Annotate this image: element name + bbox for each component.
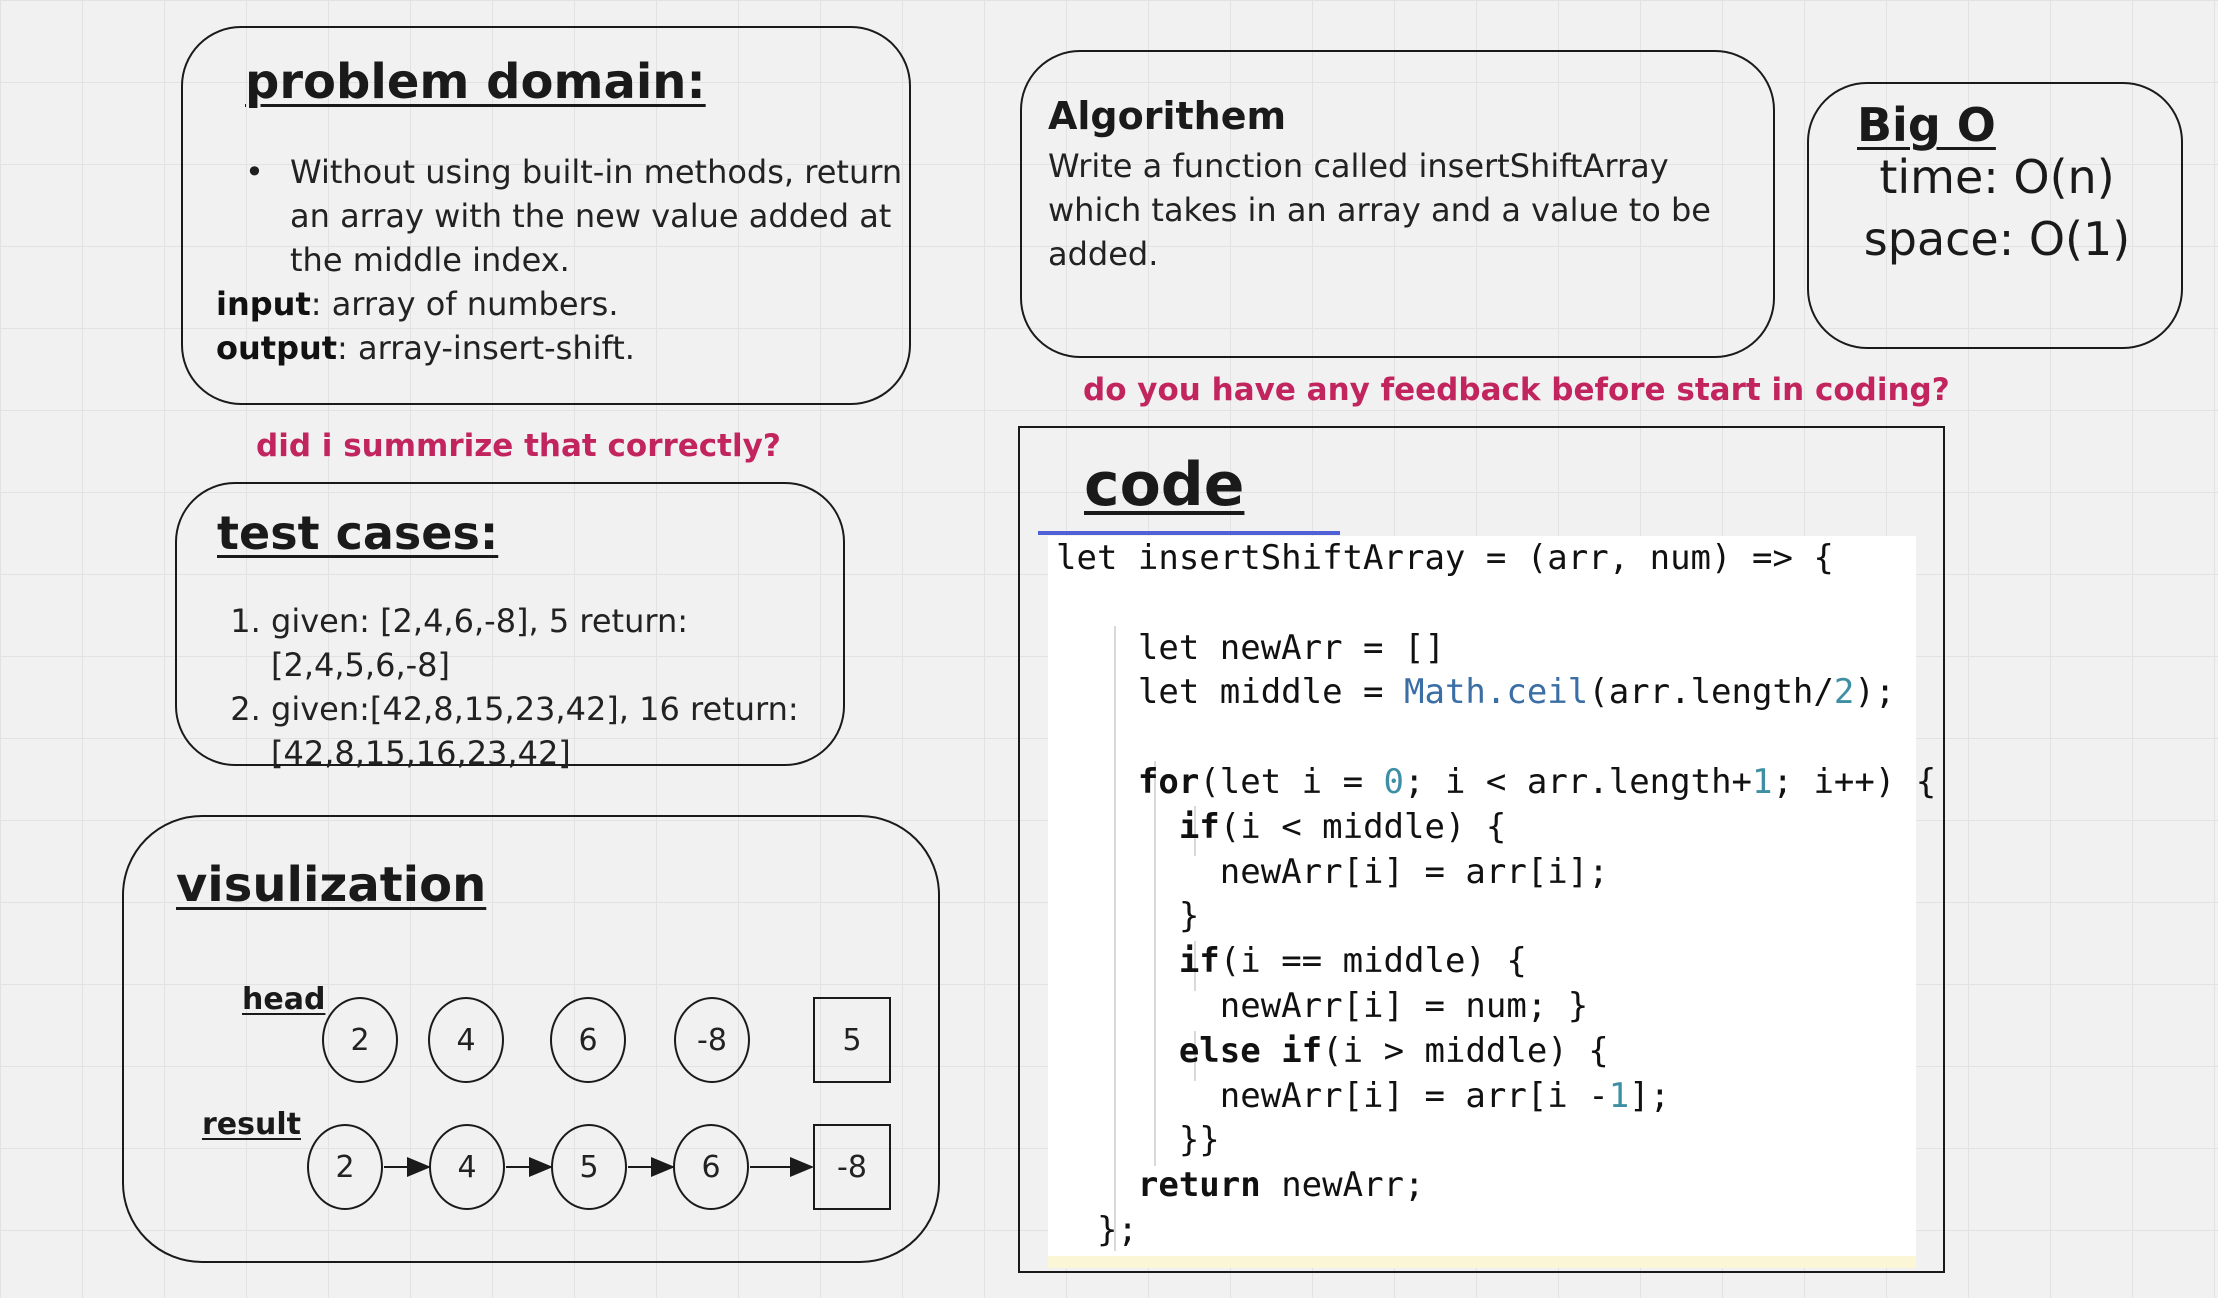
code-line: }	[1056, 896, 1200, 937]
head-node: 4	[428, 997, 504, 1083]
code-line: let middle = Math.ceil(arr.length/2);	[1056, 672, 1896, 713]
space-complexity: space: O(1)	[1863, 212, 2131, 266]
result-last-box: -8	[813, 1124, 891, 1210]
output-label: output	[216, 329, 338, 367]
problem-domain-heading: problem domain:	[245, 54, 706, 110]
test-case-item: given:[42,8,15,23,42], 16 return: [42,8,…	[271, 687, 831, 775]
algorithm-description: Write a function called insertShiftArray…	[1048, 147, 1711, 273]
code-line: let newArr = []	[1056, 627, 1445, 668]
code-block: let insertShiftArray = (arr, num) => { l…	[1056, 536, 1936, 1253]
head-node: 2	[322, 997, 398, 1083]
head-node: 6	[550, 997, 626, 1083]
indent-guide	[1114, 626, 1116, 1251]
test-cases-heading: test cases:	[217, 506, 499, 560]
input-line: input: array of numbers.	[216, 282, 619, 326]
output-line: output: array-insert-shift.	[216, 326, 635, 370]
problem-domain-card: problem domain: • Without using built-in…	[181, 26, 911, 405]
code-line: for(let i = 0; i < arr.length+1; i++) {	[1137, 761, 1937, 802]
result-node: 4	[429, 1124, 505, 1210]
summary-question: did i summrize that correctly?	[256, 428, 781, 464]
current-line-highlight	[1048, 1256, 1916, 1268]
result-label: result	[202, 1107, 301, 1142]
code-line: let insertShiftArray = (arr, num) => {	[1056, 538, 1834, 578]
result-node: 2	[307, 1124, 383, 1210]
big-o-heading: Big O	[1857, 98, 1996, 152]
indent-guide	[1194, 941, 1196, 991]
problem-bullet-text: Without using built-in methods, return a…	[290, 153, 903, 279]
test-cases-card: test cases: given: [2,4,6,-8], 5 return:…	[175, 482, 845, 772]
code-line: };	[1056, 1209, 1138, 1250]
code-card: code let insertShiftArray = (arr, num) =…	[1018, 426, 1945, 1273]
output-text: : array-insert-shift.	[337, 329, 635, 367]
code-line: newArr[i] = num; }	[1056, 985, 1589, 1026]
code-panel: let insertShiftArray = (arr, num) => { l…	[1048, 536, 1936, 1268]
time-complexity: time: O(n)	[1879, 150, 2115, 204]
indent-guide	[1194, 1031, 1196, 1081]
algorithm-title: Algorithem	[1048, 94, 1287, 138]
bullet-dot-icon: •	[245, 153, 264, 191]
code-line: if(i == middle) {	[1178, 941, 1527, 982]
indent-guide	[1194, 806, 1196, 856]
code-line: newArr[i] = arr[i];	[1056, 851, 1609, 892]
algorithm-card: Algorithem Write a function called inser…	[1020, 50, 1775, 358]
result-node: 6	[673, 1124, 749, 1210]
feedback-question: do you have any feedback before start in…	[1083, 372, 1950, 408]
indent-guide	[1154, 761, 1156, 1166]
code-line: else if(i > middle) {	[1178, 1030, 1609, 1071]
test-cases-list: given: [2,4,6,-8], 5 return: [2,4,5,6,-8…	[237, 599, 831, 775]
code-line: if(i < middle) {	[1178, 806, 1507, 847]
code-line: }}	[1056, 1120, 1220, 1161]
visualization-card: visulization head result 2 4 6 -8 5 2 4 …	[122, 815, 940, 1263]
test-case-item: given: [2,4,6,-8], 5 return: [2,4,5,6,-8…	[271, 599, 831, 687]
head-node: -8	[674, 997, 750, 1083]
visualization-heading: visulization	[176, 857, 487, 913]
code-line: return newArr;	[1137, 1165, 1425, 1206]
code-line: newArr[i] = arr[i -1];	[1056, 1075, 1671, 1116]
insert-value-box: 5	[813, 997, 891, 1083]
head-label: head	[242, 982, 326, 1017]
input-label: input	[216, 285, 311, 323]
result-node: 5	[551, 1124, 627, 1210]
input-text: : array of numbers.	[310, 285, 619, 323]
big-o-card: Big O time: O(n) space: O(1)	[1807, 82, 2183, 349]
code-heading-underline	[1038, 531, 1340, 535]
code-heading: code	[1084, 450, 1245, 520]
